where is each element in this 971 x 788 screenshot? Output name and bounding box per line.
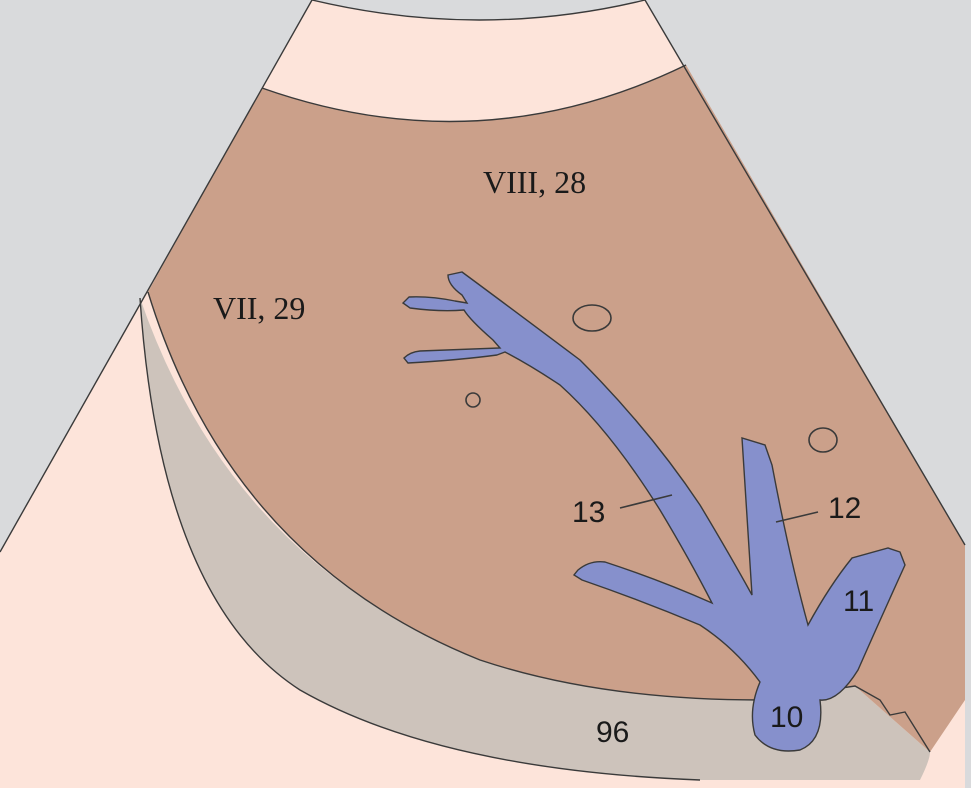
label-vessel-13: 13 [572,496,605,529]
capsule-outer-edge [139,297,701,781]
sector-top-arc [311,0,646,21]
leader-line-13 [619,494,673,509]
label-structure-96: 96 [596,716,629,749]
small-cyst-1 [572,304,612,332]
capsule-inner-edge [147,291,761,701]
small-cyst-2 [808,427,838,453]
capsule-band [140,298,930,780]
sector-left-edge [0,0,313,553]
hepatic-vein-tree [401,271,906,752]
label-vessel-10: 10 [770,701,803,734]
liver-top-arc [261,64,687,123]
label-segment-8: VIII, 28 [483,164,586,200]
sector-right-edge [644,0,966,546]
leader-line-12 [775,511,819,523]
label-vessel-11: 11 [843,585,874,618]
label-vessel-12: 12 [828,492,861,525]
small-cyst-3 [465,392,481,408]
label-segment-7: VII, 29 [213,290,305,326]
